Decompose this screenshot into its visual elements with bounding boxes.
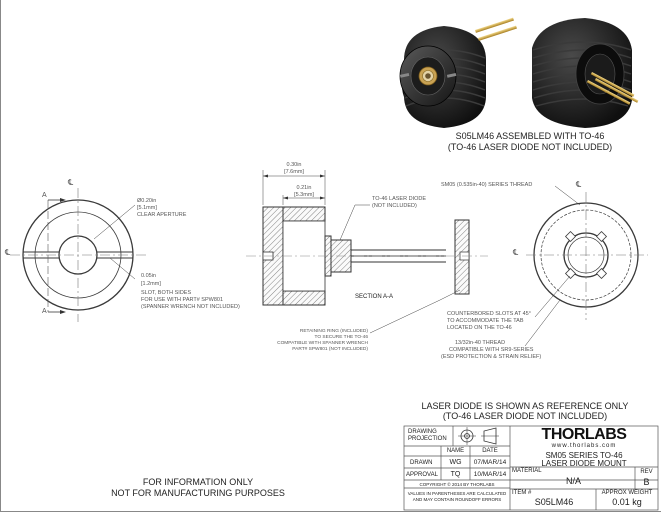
drawn-name: WG: [449, 459, 462, 466]
approval-label: APPROVAL: [406, 472, 438, 478]
slot-dimension-in: 0.05in: [141, 273, 156, 279]
section-mark-bottom: A: [42, 308, 47, 315]
thorlabs-website: www.thorlabs.com: [551, 443, 617, 449]
drawn-label: DRAWN: [410, 460, 433, 466]
rev-label: REV: [640, 469, 653, 475]
thorlabs-logo: THORLABS: [541, 426, 627, 443]
item-label: ITEM #: [512, 490, 532, 496]
centerline-mark-top: ℄: [68, 178, 74, 187]
diode-note-2: (NOT INCLUDED): [372, 203, 417, 209]
thread2-note-3: (ESD PROTECTION & STRAIN RELIEF): [441, 354, 542, 360]
title-block: [403, 425, 659, 511]
rev-value: B: [643, 477, 650, 487]
ring-note-4: PART# SPW801 (NOT INCLUDED): [292, 347, 368, 352]
item-value: S05LM46: [534, 497, 574, 507]
drawing-label: DRAWING: [408, 429, 437, 435]
col-name-header: NAME: [446, 448, 465, 454]
aperture-dimension-mm: [5.1mm]: [137, 205, 157, 211]
slot-note-3: (SPANNER WRENCH NOT INCLUDED): [141, 304, 240, 310]
product-caption-line2: (TO-46 LASER DIODE NOT INCLUDED): [447, 142, 613, 152]
aperture-dimension-in: Ø0.20in: [137, 198, 157, 204]
clear-aperture-label: CLEAR APERTURE: [137, 212, 187, 218]
product-caption-line1: S05LM46 ASSEMBLED WITH TO-46: [455, 131, 605, 141]
counterbore-note-1: COUNTERBORED SLOTS AT 45°: [447, 311, 531, 317]
slot-dimension-mm: [1.2mm]: [141, 281, 161, 287]
info-note-2: NOT FOR MANUFACTURING PURPOSES: [111, 488, 285, 498]
approval-date: 10/MAR/14: [473, 471, 507, 478]
drawn-date: 07/MAR/14: [473, 459, 507, 466]
values-note-2: AND MAY CONTAIN ROUNDOFF ERRORS: [412, 497, 502, 502]
diode-note-1: TO-46 LASER DIODE: [372, 196, 426, 202]
weight-label: APPROX WEIGHT: [601, 490, 653, 496]
product-render-left: [399, 17, 517, 128]
col-date-header: DATE: [482, 448, 498, 454]
overall-dimension-in: 0.30in: [286, 162, 302, 168]
slot-note-1: SLOT, BOTH SIDES: [141, 290, 192, 296]
thread2-note-1: 13/32in-40 THREAD: [455, 340, 506, 346]
centerline-mark-back-left: ℄: [513, 248, 519, 257]
values-note-1: VALUES IN PARENTHESES ARE CALCULATED: [407, 491, 507, 496]
sm05-thread-note: SM05 (0.535in-40) SERIES THREAD: [441, 182, 533, 188]
section-mark-top: A: [42, 192, 47, 199]
ring-note-3: COMPATIBLE WITH SPANNER WRENCH: [277, 341, 368, 346]
centerline-mark-left: ℄: [5, 248, 11, 257]
weight-value: 0.01 kg: [612, 497, 642, 507]
reference-note-2: (TO-46 LASER DIODE NOT INCLUDED): [442, 411, 608, 421]
inner-dimension-in: 0.21in: [296, 185, 312, 191]
thread2-note-2: COMPATIBLE WITH SR9-SERIES: [449, 347, 534, 353]
counterbore-note-2: TO ACCOMMODATE THE TAB: [447, 318, 524, 324]
part-title-2: LASER DIODE MOUNT: [541, 459, 627, 468]
section-view: [246, 170, 488, 334]
back-view: [524, 185, 648, 347]
product-render-right: [532, 18, 639, 128]
centerline-mark-back-top: ℄: [576, 180, 582, 189]
slot-note-2: FOR USE WITH PART# SPW801: [141, 297, 224, 303]
ring-note-1: RETAINING RING (INCLUDED): [299, 329, 368, 334]
projection-label: PROJECTION: [408, 436, 447, 442]
counterbore-note-3: LOCATED ON THE TO-46: [447, 325, 512, 331]
copyright-note: COPYRIGHT © 2014 BY THORLABS: [419, 482, 495, 487]
ring-note-2: TO SECURE THE TO-46: [314, 335, 369, 340]
info-note-1: FOR INFORMATION ONLY: [142, 477, 254, 487]
material-label: MATERIAL: [512, 468, 542, 474]
reference-note-1: LASER DIODE IS SHOWN AS REFERENCE ONLY: [421, 401, 629, 411]
part-title-1: SM05 SERIES TO-46: [545, 451, 623, 460]
section-label: SECTION A-A: [355, 294, 394, 300]
overall-dimension-mm: [7.6mm]: [284, 169, 304, 175]
approval-name: TQ: [450, 471, 461, 478]
material-value: N/A: [565, 476, 581, 486]
inner-dimension-mm: [5.3mm]: [294, 192, 314, 198]
front-view: [10, 188, 146, 322]
